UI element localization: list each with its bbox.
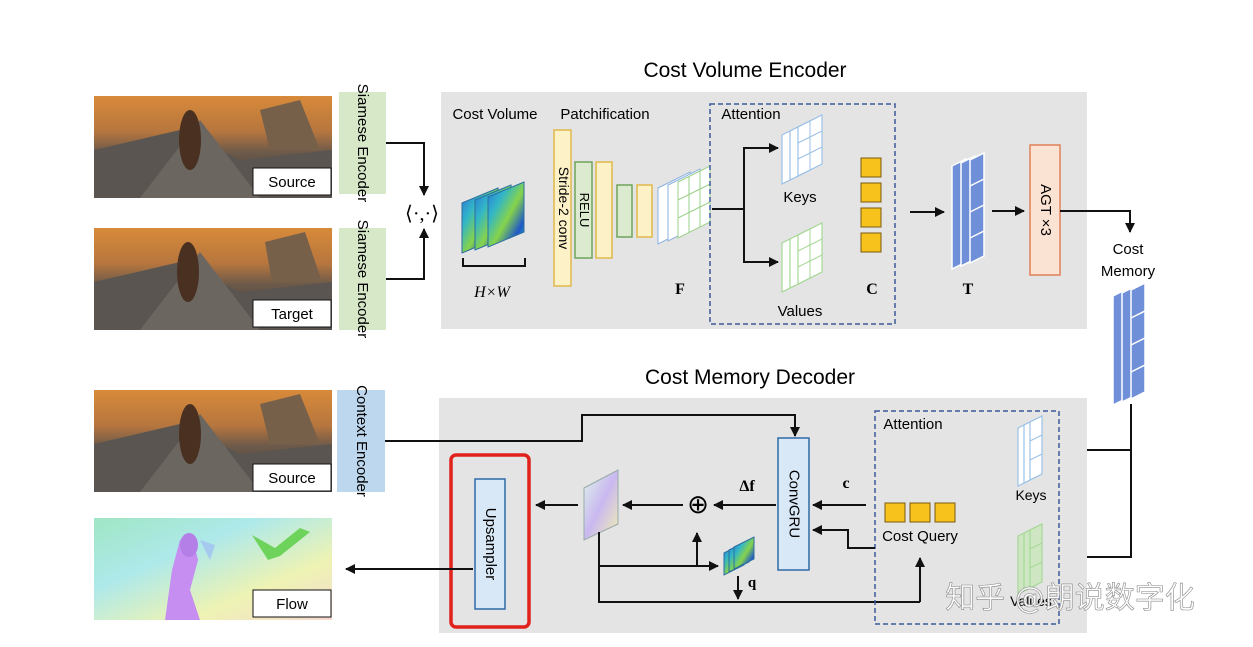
flow-output-image [94, 518, 332, 620]
patch-tokens-f [657, 165, 711, 245]
upsampler-block [474, 478, 506, 610]
context-source-label: Source [268, 470, 316, 487]
cost-tokens-t [951, 151, 985, 271]
siamese-top-arrow [386, 142, 429, 196]
target-image [94, 228, 332, 330]
decoder-c-label: c [842, 475, 849, 492]
c-label: C [866, 281, 878, 298]
conv-block-3 [636, 184, 653, 238]
values-arrow [743, 209, 779, 267]
context-encoder [337, 390, 385, 492]
decoder-panel [439, 398, 1087, 633]
context-encoder-label: Context Encoder [353, 385, 370, 497]
stride-conv-block [553, 129, 572, 287]
relu-block-2 [616, 184, 633, 238]
cost-volume-label: Cost Volume [452, 106, 537, 123]
query-to-convgru-arrow [812, 525, 875, 549]
siamese-encoder-bottom-label: Siamese Encoder [354, 220, 371, 338]
source-label-box [252, 167, 332, 196]
encoder-values-label: Values [778, 303, 823, 320]
encoder-values-stack [781, 222, 823, 293]
target-label-box [252, 299, 332, 328]
upsampler-highlight [449, 453, 531, 629]
encoder-title: Cost Volume Encoder [643, 59, 846, 82]
target-label: Target [271, 306, 314, 323]
encoder-attention-label: Attention [721, 106, 780, 123]
keys-arrow [743, 143, 779, 209]
relu-label: RELU [577, 193, 592, 228]
flow-label-box [252, 589, 332, 618]
siamese-encoder-top-label: Siamese Encoder [354, 84, 371, 202]
flow-label: Flow [276, 596, 308, 613]
context-to-convgru-arrow [385, 414, 800, 442]
siamese-encoder-bottom [339, 228, 386, 330]
decoder-attention-label: Attention [883, 416, 942, 433]
cost-query-label: Cost Query [882, 528, 958, 545]
delta-f-label: Δf [739, 478, 755, 495]
agt-label: AGT ×3 [1037, 184, 1054, 236]
conv-block-2 [595, 161, 613, 259]
plus-operator: ⊕ [687, 489, 709, 519]
patchification-label: Patchification [560, 106, 649, 123]
f-label: F [675, 281, 685, 298]
dims-label: H×W [473, 284, 511, 301]
siamese-encoder-top [339, 92, 386, 194]
cost-memory-label-1: Cost [1113, 241, 1145, 258]
convgru-label: ConvGRU [786, 470, 803, 538]
decoder-keys-label: Keys [1015, 487, 1046, 503]
upsampler-label: Upsampler [482, 508, 499, 581]
inner-product-symbol: ⟨·,·⟩ [405, 203, 439, 225]
relu-block [574, 161, 593, 259]
encoder-keys-stack [781, 114, 823, 185]
source-label: Source [268, 174, 316, 191]
decoder-values-stack [1017, 523, 1043, 595]
siamese-bottom-arrow [386, 228, 429, 280]
cost-memory-label-2: Memory [1101, 263, 1156, 280]
decoder-attention-box [874, 410, 1060, 625]
decoder-keys-stack [1017, 415, 1043, 487]
agt-to-memory-arrow [1060, 210, 1135, 233]
convgru-block [777, 437, 810, 571]
stride-conv-label: Stride-2 conv [556, 167, 572, 249]
context-source-image [94, 390, 332, 492]
decoder-values-label: Values [1010, 593, 1052, 609]
encoder-attention-box [709, 103, 896, 325]
query-feature-q [723, 536, 755, 576]
cost-memory-stack [1112, 281, 1146, 407]
decoder-title: Cost Memory Decoder [645, 366, 855, 389]
encoder-panel [441, 92, 1087, 329]
flow-estimate-image [583, 469, 619, 541]
cost-volume-stack [461, 181, 525, 254]
flow-to-query-line [598, 532, 920, 603]
dims-brace [462, 258, 526, 267]
latent-tokens-c [860, 157, 882, 253]
q-label: q [748, 575, 757, 591]
context-source-label-box [252, 463, 332, 492]
t-label: T [963, 281, 974, 298]
encoder-keys-label: Keys [783, 189, 816, 206]
watermark-text: 知乎 @朗说数字化 [945, 581, 1195, 616]
cost-query-tokens [884, 502, 956, 523]
